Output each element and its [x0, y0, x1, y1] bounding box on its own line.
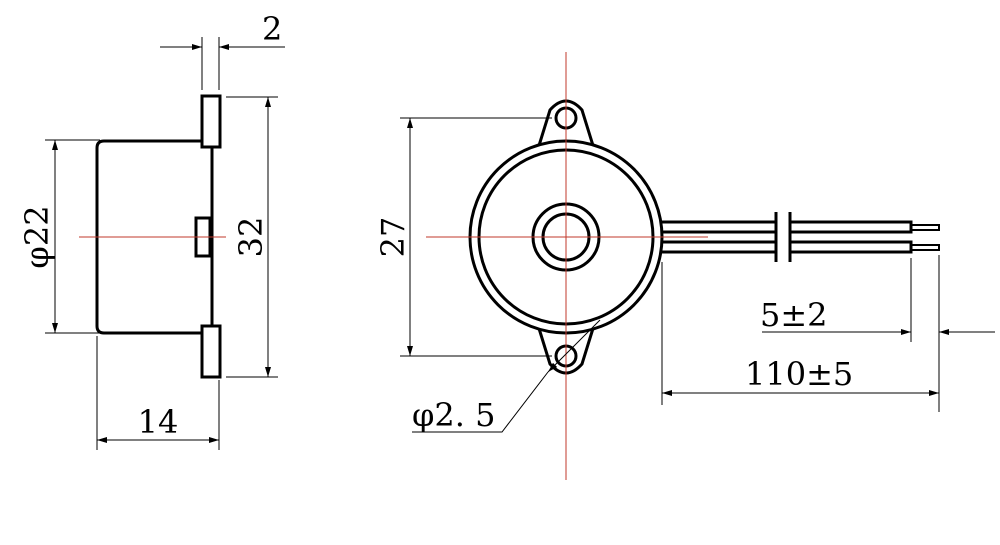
- dim-overall-height: 32: [232, 217, 270, 258]
- dim-body-diameter: φ22: [18, 205, 56, 268]
- dim-strip-length: 5±2: [760, 296, 828, 334]
- dim-hole-diameter: φ2. 5: [412, 396, 495, 434]
- side-view: 2 32 φ22 14: [18, 10, 285, 450]
- lead-wires: [662, 212, 940, 262]
- bottom-mount-tab: [200, 324, 222, 379]
- dim-lead-length: 110±5: [745, 355, 853, 393]
- dim-body-depth: 14: [138, 403, 179, 441]
- top-mount-tab: [200, 94, 222, 149]
- dim-mount-spacing: 27: [374, 217, 412, 258]
- front-view: 27 φ2. 5 5±2 110±5: [374, 52, 995, 480]
- dim-tab-thickness: 2: [262, 10, 282, 48]
